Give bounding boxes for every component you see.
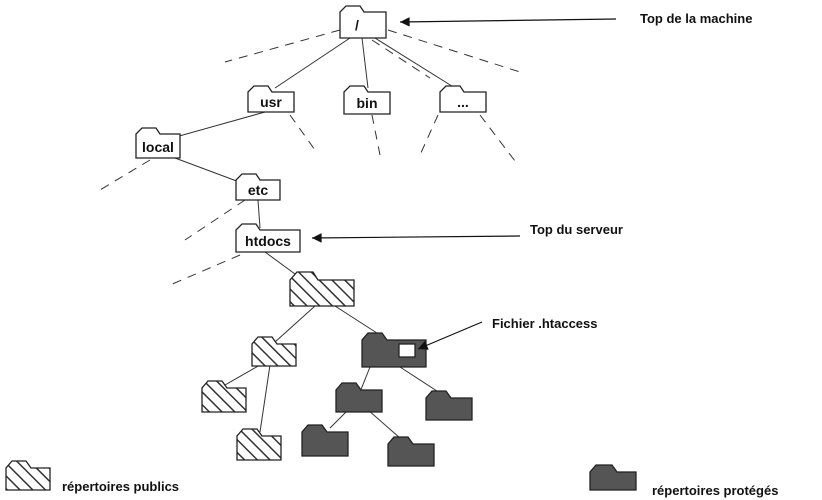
- legend-public-swatch: [5, 460, 51, 491]
- legend-protected: répertoires protégés: [589, 464, 778, 498]
- protected-folder-d[interactable]: [387, 436, 435, 467]
- folder-more[interactable]: ...: [439, 85, 487, 113]
- public-folder-bottom[interactable]: [236, 428, 282, 461]
- folder-etc[interactable]: etc: [235, 173, 281, 201]
- public-folder-sub[interactable]: [251, 336, 297, 367]
- public-folder-left[interactable]: [201, 380, 247, 413]
- annotation-top-server: Top du serveur: [530, 222, 623, 237]
- folder-etc-label: etc: [248, 182, 268, 198]
- folder-local[interactable]: local: [135, 127, 181, 159]
- legend-public-label: répertoires publics: [62, 479, 179, 494]
- protected-folder-c[interactable]: [301, 424, 349, 457]
- htaccess-file-icon[interactable]: [398, 343, 416, 358]
- folder-htdocs-label: htdocs: [245, 233, 291, 249]
- legend-public: répertoires publics: [5, 460, 179, 494]
- folder-more-label: ...: [457, 94, 469, 110]
- folder-usr[interactable]: usr: [247, 85, 295, 113]
- folder-htdocs[interactable]: htdocs: [235, 223, 301, 253]
- annotation-top-machine: Top de la machine: [640, 11, 752, 26]
- arrow-htaccess: [417, 321, 483, 350]
- legend-protected-swatch: [589, 464, 637, 491]
- annotation-htaccess: Fichier .htaccess: [492, 316, 598, 331]
- dashed-branches: [99, 29, 521, 286]
- protected-folder-main[interactable]: [361, 332, 427, 368]
- folder-local-label: local: [142, 139, 174, 155]
- public-folder-main[interactable]: [289, 271, 355, 307]
- folder-usr-label: usr: [260, 94, 282, 110]
- folder-bin-label: bin: [357, 95, 378, 111]
- arrow-top-server: [311, 233, 521, 243]
- folder-bin[interactable]: bin: [343, 85, 391, 115]
- protected-folder-a[interactable]: [335, 382, 383, 413]
- folder-root-label: /: [355, 17, 359, 33]
- folder-root[interactable]: /: [339, 5, 387, 39]
- protected-folder-b[interactable]: [425, 390, 473, 421]
- legend-protected-label: répertoires protégés: [652, 483, 778, 498]
- tree-edges: [164, 37, 456, 439]
- arrow-top-machine: [399, 17, 617, 27]
